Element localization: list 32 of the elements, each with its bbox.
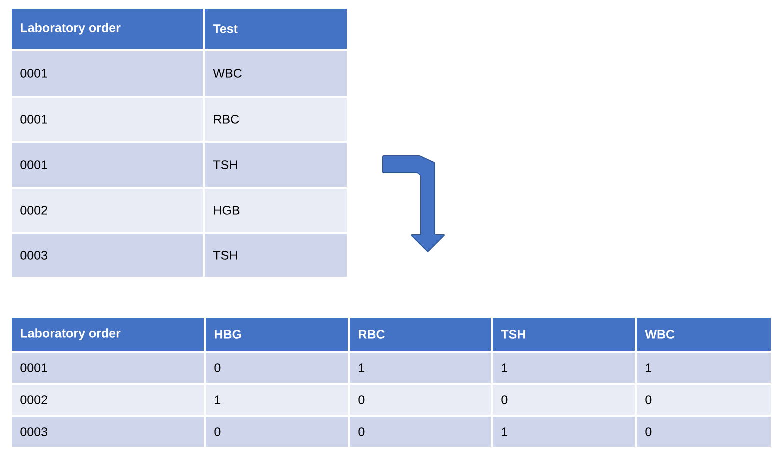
table-cell: 0001 [12,143,203,187]
table-cell: WBC [205,51,347,96]
table-cell: TSH [493,318,635,351]
table-cell: Test [205,9,347,49]
table-cell: 0002 [12,384,204,415]
table-cell: WBC [637,318,771,351]
table-cell: TSH [205,143,347,187]
table-cell: RBC [205,98,347,141]
table-cell: RBC [350,318,491,351]
table-cell: 0 [637,384,771,415]
table-cell: 1 [350,353,491,383]
table-cell: 0 [206,416,348,447]
table-cell: 0001 [12,98,203,141]
table-cell: 0 [637,416,771,447]
table-cell: 0003 [12,416,204,447]
table-cell: 0001 [12,353,204,383]
table-cell: 0003 [12,234,203,277]
table-cell: HGB [205,189,347,232]
table-cell: 1 [637,353,771,383]
table-cell: Laboratory order [12,318,204,351]
table-cell: 0001 [12,51,203,96]
table-cell: 0002 [12,189,203,232]
table-cell: 1 [493,416,635,447]
table-cell: 0 [206,353,348,383]
table-cell: HBG [206,318,348,351]
table-cell: Laboratory order [12,9,203,49]
table-cell: 0 [493,384,635,415]
table-cell: 0 [350,384,491,415]
table-cell: 1 [206,384,348,415]
table-cell: 0 [350,416,491,447]
table-cell: TSH [205,234,347,277]
table-cell: 1 [493,353,635,383]
